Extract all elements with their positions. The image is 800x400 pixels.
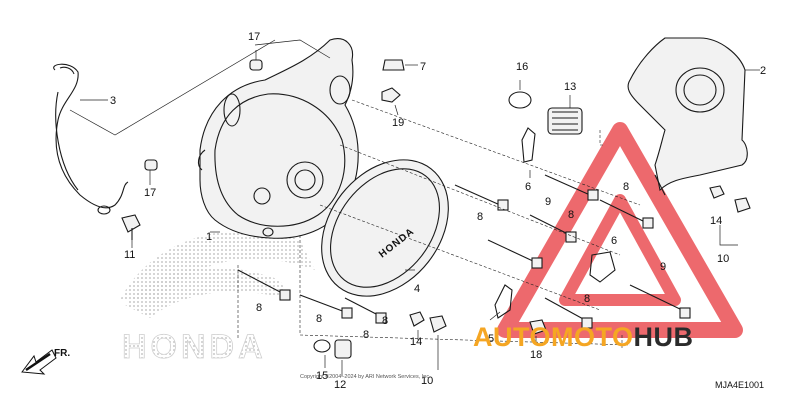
alignment-dashed-lines xyxy=(237,99,641,350)
part-16-o-ring xyxy=(508,91,532,109)
callout-15: 15 xyxy=(316,370,328,382)
part-5-clamp xyxy=(494,284,513,319)
callout-16: 16 xyxy=(516,61,528,73)
callout-8-c: 8 xyxy=(623,181,629,193)
callout-8-f: 8 xyxy=(316,313,322,325)
watermark-hub: HUB xyxy=(634,322,694,352)
callout-19: 19 xyxy=(392,117,404,129)
part-2-sprocket-cover xyxy=(627,37,748,196)
callout-1: 1 xyxy=(206,231,212,243)
part-number-callouts: 1 2 3 4 5 6 6 7 8 8 8 8 8 8 8 8 9 9 10 1… xyxy=(110,31,766,391)
part-4-clutch-cover: HONDA xyxy=(321,159,449,297)
direction-label: FR. xyxy=(54,348,70,359)
callout-10-center: 10 xyxy=(421,375,433,387)
automotohub-watermark-text: AUTOMOTOHUB xyxy=(473,322,694,352)
part-12-plug xyxy=(334,339,352,359)
callout-6-lower: 6 xyxy=(611,235,617,247)
callout-9-lower: 9 xyxy=(660,261,666,273)
callout-8-g: 8 xyxy=(363,329,369,341)
copyright-notice: Copyright ©2004–2024 by ARI Network Serv… xyxy=(300,373,431,380)
part-6-bracket-upper xyxy=(521,127,536,163)
callout-8-a: 8 xyxy=(477,211,483,223)
callout-8-e: 8 xyxy=(256,302,262,314)
part-17-dowel-lower xyxy=(144,159,158,171)
svg-text:AUTOMOTOHUB: AUTOMOTOHUB xyxy=(473,322,694,352)
part-19-bolt xyxy=(381,87,401,103)
front-direction-indicator: FR. xyxy=(21,348,70,375)
callout-12: 12 xyxy=(334,379,346,391)
part-13-oil-filler-plug xyxy=(547,107,583,135)
callout-6-upper: 6 xyxy=(525,181,531,193)
leader-lines xyxy=(69,39,760,376)
callout-14-right: 14 xyxy=(710,215,722,227)
callout-18: 18 xyxy=(530,349,542,361)
part-6-bracket-lower xyxy=(589,251,616,283)
callout-8-h: 8 xyxy=(382,315,388,327)
callout-8-d: 8 xyxy=(584,293,590,305)
part-14-bolt-center xyxy=(409,311,425,327)
callout-11: 11 xyxy=(124,249,135,261)
callout-17-upper: 17 xyxy=(248,31,260,43)
callout-9-upper: 9 xyxy=(545,196,551,208)
part-3-cable-guide xyxy=(53,63,129,215)
part-14-bolt-right xyxy=(709,185,725,199)
part-17-dowel-upper xyxy=(249,59,263,71)
part-18-bolt xyxy=(529,319,547,335)
part-7-plug xyxy=(382,59,405,71)
callout-7: 7 xyxy=(420,61,426,73)
part-10-bolt-center xyxy=(429,315,447,333)
callout-10-right: 10 xyxy=(717,253,729,265)
background-brand-text: HONDA xyxy=(122,328,267,366)
automotohub-watermark-triangle xyxy=(497,122,743,338)
watermark-auto: AUTO xyxy=(473,322,551,352)
part-1-left-crankcase-cover xyxy=(197,38,359,239)
callout-2: 2 xyxy=(760,65,766,77)
part-11-bolt xyxy=(121,214,141,233)
callout-17-lower: 17 xyxy=(144,187,156,199)
cover-bolts xyxy=(237,174,691,329)
callout-8-b: 8 xyxy=(568,209,574,221)
watermark-moto: MOTO xyxy=(551,322,634,352)
honda-wing-background-logo: HONDA xyxy=(120,230,315,366)
part-15-o-ring xyxy=(313,339,331,353)
callout-3: 3 xyxy=(110,95,116,107)
callout-4: 4 xyxy=(414,283,420,295)
diagram-code: MJA4E1001 xyxy=(715,380,764,390)
callout-5: 5 xyxy=(488,333,494,345)
callout-13: 13 xyxy=(564,81,576,93)
callout-14-center: 14 xyxy=(410,336,422,348)
part-10-bolt-right xyxy=(734,197,751,213)
